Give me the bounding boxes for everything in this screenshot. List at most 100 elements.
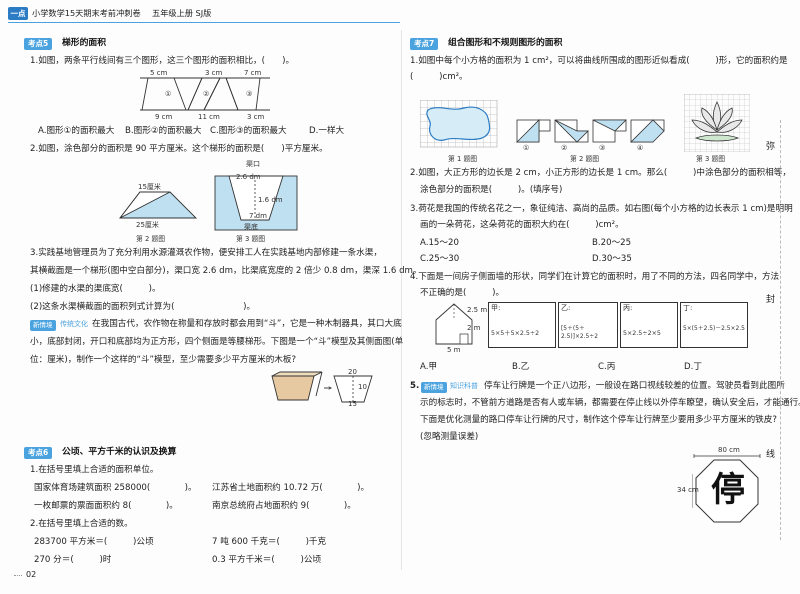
q5-3-top: 渠口 [246,160,260,168]
q7-5-sign-height: 34 cm [677,486,699,494]
q5-4-height: 10 [358,383,367,391]
q7-5-line4: (忽略测量误差) [420,432,479,442]
q7-4-w: 5 m [447,346,461,354]
q7-5-line3: 下面是优化测量的路口停车让行牌的尺寸，制作这个停车让行牌至少要用多少平方厘米的铁… [420,415,777,425]
q7-4-house-figure [435,303,473,345]
q5-1-option-c: C.图形③的面积最大 [210,126,287,136]
q7-4-method-yi: 乙: [5＋(5＋2.5)]×2.5÷2 [558,302,618,348]
q5-4-line3: 位：厘米)，制作一个这样的“斗”模型，至少需要多少平方厘米的木板? [30,355,297,365]
q7-2-figure [516,119,665,143]
q7-4-option-d: D.丁 [684,362,702,372]
method-expr: 5×2.5÷2×5 [623,330,661,337]
q5-4-bottom: 15 [348,400,357,408]
q7-4-option-a: A.甲 [420,362,438,372]
method-name: 甲: [491,304,501,312]
q7-5-line2: 示的标志时，不管前方道路是否有人或车辆，都需要在停止线以外停车瞭望，确认安全后，… [420,398,800,408]
q7-3-lotus-figure [684,94,750,152]
q5-1-shape2: ② [203,90,210,98]
q7-3-line2: 画的一朵荷花，这朵荷花的面积大约在( )cm²。 [420,220,624,230]
q5-3-figure [214,175,298,231]
q5-1-top2: 3 cm [205,69,223,77]
q5-1-top1: 5 cm [150,69,168,77]
q7-1-line1: 1.如图中每个小方格的面积为 1 cm²，可以将曲线所围成的图形近似看成( )形… [410,56,788,66]
q5-4-line2: 小，底部封闭，开口和底部均为正方形，四个侧面是等腰梯形。下图是一个“斗”模型及其… [30,337,404,347]
q7-5-sign-figure [692,454,761,523]
section6-tag: 考点6 [24,447,53,459]
q5-3-depth: 1.6 dm [258,196,283,204]
q5-1-bot1: 9 cm [155,113,173,121]
q7-5-sign-width: 80 cm [718,446,740,454]
header-title: 小学数学15天期末考前冲刺卷 [32,8,141,18]
q5-3-bottom-width: 7 dm [249,212,267,220]
q5-1-shape1: ① [165,90,172,98]
q7-1-caption: 第 1 题图 [448,155,478,163]
q5-1-shape3: ③ [246,90,253,98]
q7-5-number: 5. [410,381,420,391]
q5-4-figure [271,371,373,403]
q6-1-item2: 江苏省土地面积约 10.72 万( )。 [212,483,370,493]
q7-4-line1: 4.下面是一间房子侧面墙的形状，同学们在计算它的面积时，用了不同的方法，四名同学… [410,272,780,282]
q7-2-label1: ① [523,144,530,152]
method-name: 丙: [623,304,633,312]
section7-tag: 考点7 [410,38,439,50]
q7-4-h1: 2.5 m [467,306,488,314]
q5-2-text: 2.如图，涂色部分的面积是 90 平方厘米。这个梯形的面积是( )平方厘米。 [30,144,328,154]
q7-3-option-b: B.20～25 [592,238,632,248]
q7-3-option-d: D.30～35 [592,254,632,264]
q6-2-item2: 7 吨 600 千克＝( )千克 [212,537,327,547]
q5-1-bot2: 11 cm [198,113,220,121]
q7-4-option-c: C.丙 [598,362,616,372]
q7-4-method-ding: 丁: 5×(5＋2.5)－2.5×2.5 [680,302,748,348]
header-grade: 五年级上册 SJ版 [152,8,212,18]
q7-3-option-a: A.15～20 [420,238,459,248]
q7-2-caption: 第 2 题图 [570,155,600,163]
q6-2-item4: 0.3 平方千米＝( )公顷 [212,555,322,565]
method-expr: 5×5＋5×2.5÷2 [491,330,540,337]
q7-3-option-c: C.25～30 [420,254,460,264]
q7-4-h2: 2 m [467,324,481,332]
q7-2-label2: ② [561,144,568,152]
q5-3-line3: (1)修建的水渠的渠底宽( )。 [30,284,161,294]
q6-2-item1: 283700 平方米＝( )公顷 [34,537,154,547]
q7-5-line1: 停车让行牌是一个正八边形，一般设在路口视线较差的位置。驾驶员看到此图所 [484,381,785,391]
q7-1-grid-figure [420,100,498,148]
q7-4-line2: 不正确的是( )。 [420,288,505,298]
margin-char-1: 弥 [766,142,776,152]
q5-1-option-a: A.图形①的面积最大 [38,126,115,136]
q5-3-bottom: 渠底 [244,223,258,231]
q5-3-line1: 3.实践基地管理员为了充分利用水源灌溉农作物，便安排工人在实践基地内部修建一条水… [30,248,382,258]
q5-1-figure [140,77,270,111]
q7-2-line2: 涂色部分的面积是( )。(填序号) [420,185,563,195]
q7-4-method-jia: 甲: 5×5＋5×2.5÷2 [488,302,556,348]
q7-5-sign-char: 停 [711,470,745,510]
margin-char-2: 封 [766,295,776,305]
q5-4-top: 20 [348,368,357,376]
q7-2-line1: 2.如图，大正方形的边长是 2 cm，小正方形的边长是 1 cm。那么( )中涂… [410,168,791,178]
q6-1-item1: 国家体育场建筑面积 258000( )。 [34,483,197,493]
q5-2-caption: 第 2 题图 [136,235,166,243]
q7-5-tag-sub: 知识科普 [450,382,478,390]
q5-2-bottom-label: 25厘米 [136,221,159,229]
page-number-dots [14,575,22,579]
q5-1-top3: 7 cm [244,69,262,77]
q6-2-item3: 270 分＝( )时 [34,555,112,565]
q5-1-option-b: B.图形②的面积最大 [125,126,202,136]
margin-char-3: 线 [766,450,776,460]
q6-1-title: 1.在括号里填上合适的面积单位。 [30,465,159,475]
q7-2-label3: ③ [599,144,606,152]
page-number: 02 [26,570,37,579]
q5-2-figure [119,191,198,219]
q5-3-line4: (2)这条水渠横截面的面积列式计算为( )。 [30,302,256,312]
q7-5-tag: 新情境 [421,382,447,393]
method-expr: [5＋(5＋2.5)]×2.5÷2 [561,326,598,340]
q5-3-caption: 第 3 题图 [236,235,266,243]
section7-title: 组合图形和不规则图形的面积 [448,38,563,48]
method-name: 丁: [683,304,693,312]
q7-4-method-bing: 丙: 5×2.5÷2×5 [620,302,678,348]
q7-1-line2: ( )cm²。 [410,72,468,82]
q7-2-label4: ④ [637,144,644,152]
q5-3-line2: 其横截面是一个梯形(图中空白部分)，渠口宽 2.6 dm，比渠底宽度的 2 倍少… [30,266,422,276]
q6-1-item4: 南京总统府占地面积约 9( )。 [212,501,356,511]
method-name: 乙: [561,304,571,312]
